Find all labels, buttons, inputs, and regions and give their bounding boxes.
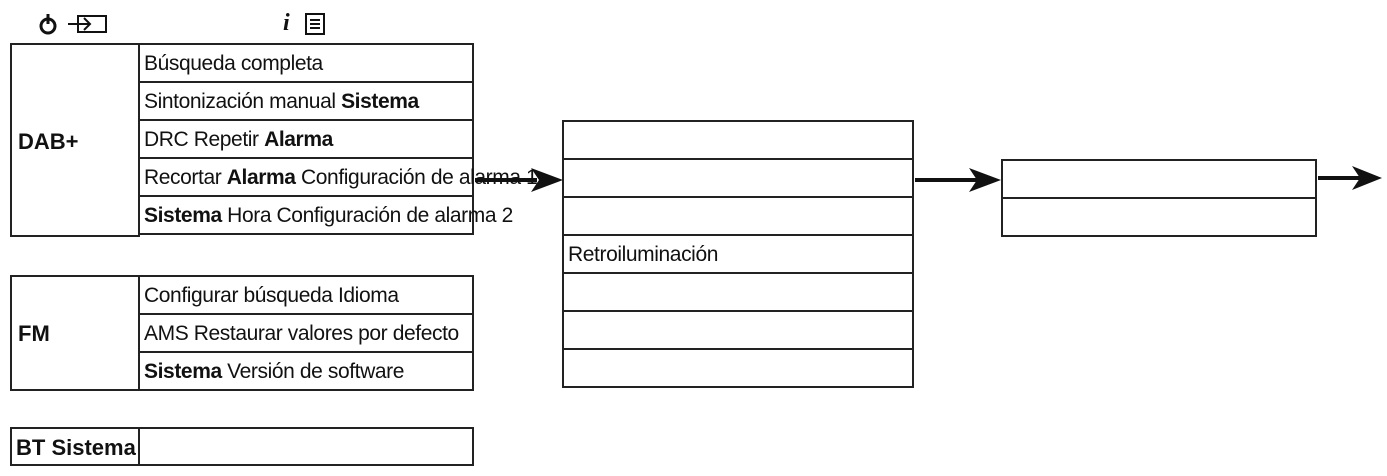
- fm-row: Sistema Versión de software: [138, 351, 474, 391]
- dab-row: Recortar Alarma Configuración de alarma …: [138, 157, 538, 197]
- middle-row: Retroiluminación: [562, 234, 914, 274]
- dab-label: DAB+: [18, 129, 79, 154]
- fm-row-text: AMS Restaurar valores por defecto: [144, 321, 459, 345]
- middle-row: [562, 310, 914, 350]
- middle-row: [562, 272, 914, 312]
- fm-row-text: Sistema: [144, 359, 222, 383]
- dab-row: Búsqueda completa: [138, 43, 474, 83]
- bt-label-box: BT Sistema: [10, 427, 140, 466]
- menu-icon: [304, 12, 326, 41]
- fm-row: AMS Restaurar valores por defecto: [138, 313, 474, 353]
- dab-row-text: Recortar: [144, 165, 227, 189]
- dab-row-text: Configuración de alarma 1: [295, 165, 538, 189]
- middle-row-text: Retroiluminación: [568, 242, 719, 266]
- arrow-right-icon: [1318, 164, 1384, 197]
- dab-label-box: DAB+: [10, 43, 140, 237]
- middle-row: [562, 120, 914, 160]
- info-icon: i: [283, 10, 290, 36]
- dab-row-text: Hora Configuración de alarma 2: [221, 203, 513, 227]
- dab-row-text: Búsqueda completa: [144, 51, 323, 75]
- fm-row-text: Versión de software: [221, 359, 405, 383]
- dab-row-text: Sintonización manual: [144, 89, 342, 113]
- dab-row: Sistema Hora Configuración de alarma 2: [138, 195, 513, 235]
- dab-row-text: Alarma: [226, 165, 296, 189]
- fm-label-box: FM: [10, 275, 140, 391]
- dab-row: DRC Repetir Alarma: [138, 119, 474, 159]
- arrow-right-icon: [475, 166, 565, 199]
- dab-row-text: DRC Repetir: [144, 127, 265, 151]
- dab-row-text: Sistema: [144, 203, 222, 227]
- fm-row: Configurar búsqueda Idioma: [138, 275, 474, 315]
- arrow-right-icon: [915, 166, 1003, 199]
- middle-row: [562, 158, 914, 198]
- bt-label: BT Sistema: [16, 435, 136, 460]
- dab-row-text: Alarma: [264, 127, 333, 151]
- right-row: [1001, 159, 1317, 199]
- fm-label: FM: [18, 321, 50, 346]
- power-icon: [37, 12, 59, 41]
- middle-row: [562, 348, 914, 388]
- bt-empty-cell: [138, 427, 474, 466]
- dab-row: Sintonización manual Sistema: [138, 81, 474, 121]
- input-icon: [66, 12, 110, 41]
- right-row: [1001, 197, 1317, 237]
- middle-row: [562, 196, 914, 236]
- dab-row-text: Sistema: [341, 89, 419, 113]
- fm-row-text: Configurar búsqueda Idioma: [144, 283, 399, 307]
